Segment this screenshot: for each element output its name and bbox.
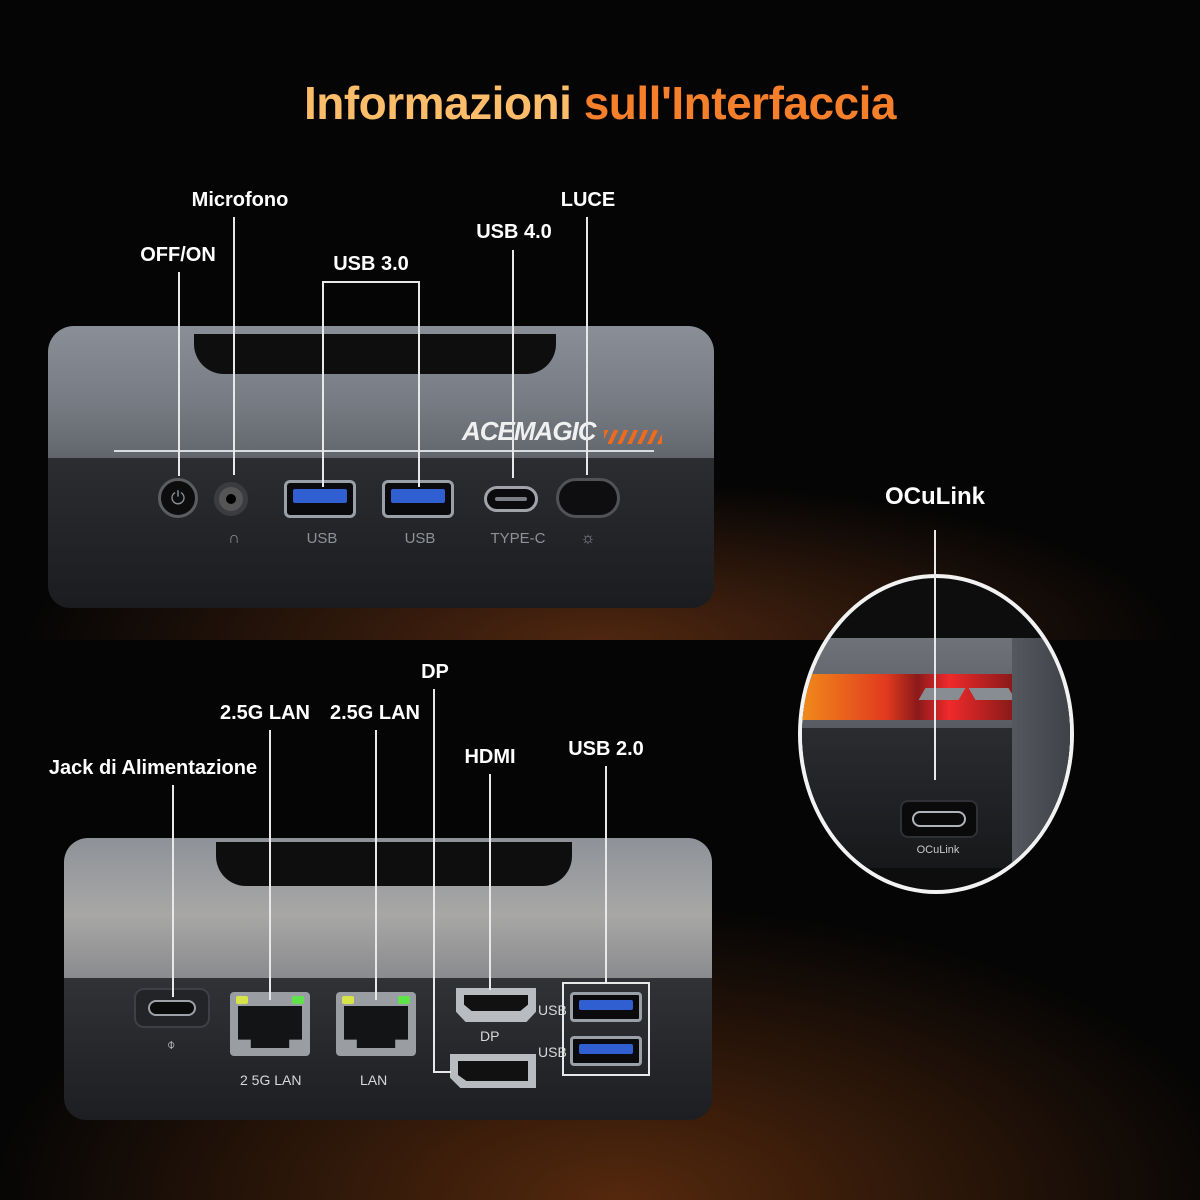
line-dp: [433, 689, 435, 1073]
callout-usb20: USB 2.0: [568, 738, 644, 760]
usb-3-port-1[interactable]: [284, 480, 356, 518]
logo-stripes: [604, 430, 662, 444]
usb2-label-2: USB: [538, 1044, 567, 1060]
callout-off-on: OFF/ON: [140, 244, 216, 266]
dp-label: DP: [480, 1028, 500, 1044]
front-panel-device: ACEMAGIC ⏻ ∩ USB USB TYPE-C ☼: [48, 326, 714, 608]
usb-3-port-2[interactable]: [382, 480, 454, 518]
type-c-label: TYPE-C: [490, 530, 546, 547]
line-lan-1: [269, 730, 271, 1000]
lan-label-1: 2 5G LAN: [240, 1072, 302, 1088]
rear-top-shell: [64, 838, 712, 978]
type-c-port[interactable]: [484, 486, 538, 512]
callout-lan-2: 2.5G LAN: [329, 702, 421, 724]
front-stripe: [114, 450, 654, 452]
callout-lan-1: 2.5G LAN: [219, 702, 311, 724]
light-button[interactable]: [556, 478, 620, 518]
callout-luce: LUCE: [560, 189, 616, 211]
power-button[interactable]: ⏻: [158, 478, 198, 518]
front-port-strip: ⏻ ∩ USB USB TYPE-C ☼: [48, 458, 714, 608]
line-microfono: [233, 217, 235, 475]
usb-2-port-1[interactable]: [570, 992, 642, 1022]
callout-microfono: Microfono: [191, 189, 289, 211]
rear-panel-device: ⌽ 2 5G LAN LAN DP USB USB: [64, 838, 712, 1120]
front-top-shell: ACEMAGIC: [48, 326, 714, 458]
usb-label-1: USB: [306, 530, 338, 547]
line-lan-2: [375, 730, 377, 1000]
lan-label-2: LAN: [360, 1072, 388, 1088]
callout-usb30: USB 3.0: [333, 253, 409, 275]
acemagic-logo: ACEMAGIC: [462, 416, 597, 446]
title-part1: Informazioni: [303, 77, 572, 129]
title-part2: sull'Interfaccia: [583, 77, 897, 129]
line-luce: [586, 217, 588, 475]
power-icon: ⏻: [170, 487, 186, 508]
lan-port-2[interactable]: [336, 992, 416, 1056]
rear-top-notch: [216, 842, 572, 886]
lan-port-1[interactable]: [230, 992, 310, 1056]
hdmi-port[interactable]: [456, 988, 536, 1022]
bracket-usb30: [322, 281, 420, 283]
circle-right-shell: [1012, 638, 1070, 868]
callout-usb40: USB 4.0: [476, 221, 552, 243]
circle-vent-2: [968, 688, 1016, 700]
oculink-port-label: OCuLink: [916, 844, 960, 856]
line-usb30-left: [322, 281, 324, 487]
oculink-zoom-circle: OCuLink: [798, 574, 1074, 894]
headphone-icon: ∩: [228, 530, 240, 547]
circle-vent-1: [918, 688, 966, 700]
callout-dp: DP: [421, 661, 449, 683]
usb2-label-1: USB: [538, 1002, 567, 1018]
line-jack: [172, 785, 174, 997]
line-oculink: [934, 530, 936, 780]
usb-label-2: USB: [404, 530, 436, 547]
microphone-jack[interactable]: [214, 482, 248, 516]
oculink-port[interactable]: [900, 800, 978, 838]
top-notch: [194, 334, 556, 374]
usb2-highlight-box: [562, 982, 650, 1076]
callout-jack: Jack di Alimentazione: [48, 757, 258, 779]
callout-oculink: OCuLink: [885, 483, 985, 510]
sun-icon: ☼: [580, 530, 596, 547]
line-hdmi: [489, 774, 491, 990]
usb-2-port-2[interactable]: [570, 1036, 642, 1066]
line-usb30-right: [418, 281, 420, 487]
displayport-port[interactable]: [450, 1054, 536, 1088]
rear-port-strip: ⌽ 2 5G LAN LAN DP USB USB: [64, 978, 712, 1120]
line-usb20: [605, 766, 607, 984]
plug-icon: ⌽: [167, 1036, 176, 1052]
line-usb40: [512, 250, 514, 478]
line-dp-hook: [433, 1071, 451, 1073]
page-title: Informazioni sull'Interfaccia: [0, 76, 1200, 130]
line-off-on: [178, 272, 180, 476]
callout-hdmi: HDMI: [464, 746, 516, 768]
